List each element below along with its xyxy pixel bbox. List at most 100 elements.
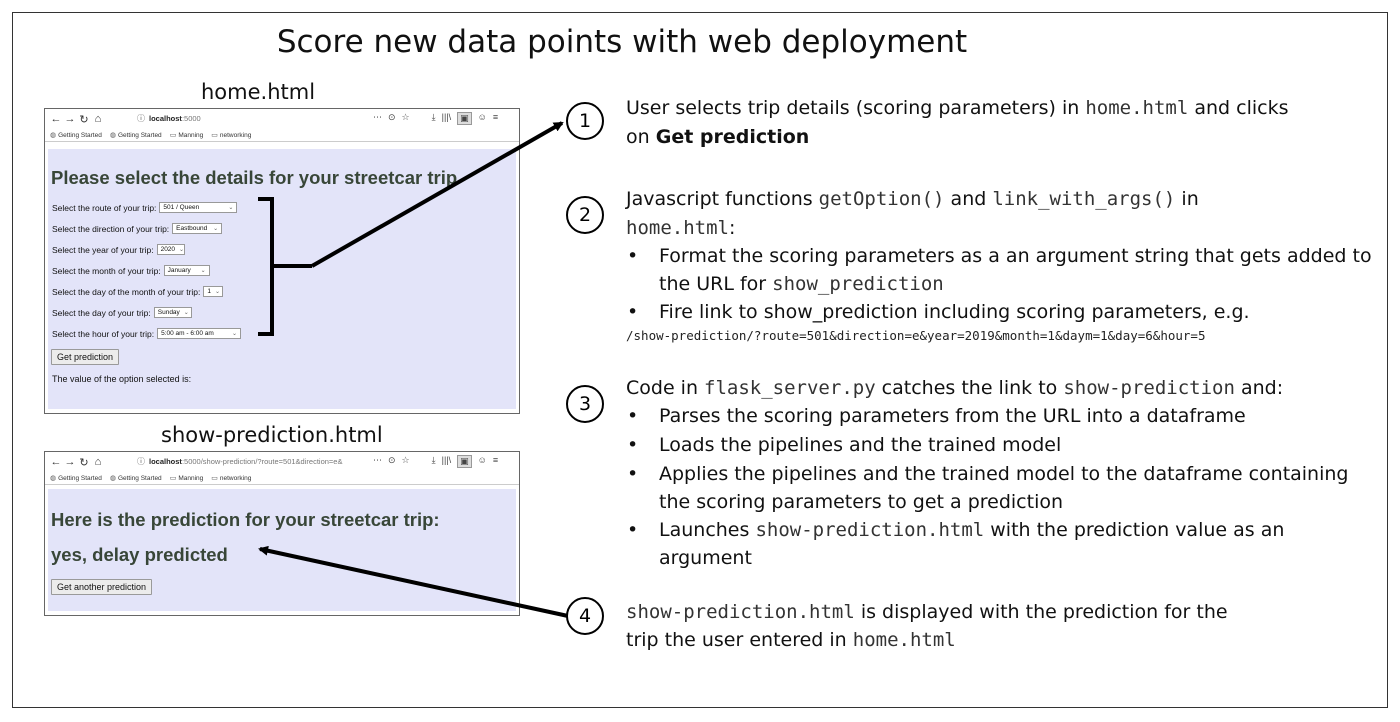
chevron-down-icon: ⌄ <box>228 205 234 211</box>
prediction-right-icons: ⋯ ⊙ ☆ ⤓ |||\ ▣ ☺ ≡ <box>373 455 498 468</box>
back-icon[interactable]: ← <box>50 456 62 468</box>
chevron-down-icon: ⌄ <box>179 247 185 253</box>
menu-icon[interactable]: ≡ <box>492 455 499 465</box>
folder-icon: ▭ <box>211 132 218 139</box>
hour-select[interactable]: 5:00 am - 6:00 am⌄ <box>157 328 242 339</box>
prediction-bookmarks-bar: ◍Getting Started ◍Getting Started ▭Manni… <box>45 472 519 485</box>
weekday-select[interactable]: Sunday⌄ <box>153 307 192 318</box>
forward-icon[interactable]: → <box>64 456 76 468</box>
hour-field: Select the hour of your trip: 5:00 am - … <box>52 328 242 339</box>
prediction-result: yes, delay predicted <box>51 544 228 565</box>
day-of-month-select[interactable]: 1⌄ <box>203 286 224 297</box>
step-1-line-2: on Get prediction <box>626 126 810 148</box>
step-2-line-1: Javascript functions getOption() and lin… <box>626 188 1199 210</box>
hour-label: Select the hour of your trip: <box>52 328 155 339</box>
bookmark-item[interactable]: ◍Getting Started <box>50 131 102 140</box>
chevron-down-icon: ⌄ <box>183 310 189 316</box>
bookmark-item[interactable]: ◍Getting Started <box>50 474 102 483</box>
step-4-line-2: trip the user entered in home.html <box>626 629 956 651</box>
prediction-heading: Here is the prediction for your streetca… <box>51 509 440 530</box>
info-icon: ⓘ <box>137 457 145 466</box>
chevron-down-icon: ⌄ <box>215 289 221 295</box>
year-field: Select the year of your trip: 2020⌄ <box>52 244 185 255</box>
home-right-icons: ⋯ ⊙ ☆ ⤓ |||\ ▣ ☺ ≡ <box>373 112 498 125</box>
step-2-bullet-2: •Fire link to show_prediction including … <box>627 301 1250 323</box>
globe-icon: ◍ <box>50 475 57 482</box>
arrow-to-step-1 <box>311 121 564 268</box>
folder-icon: ▭ <box>169 475 177 482</box>
bookmark-item[interactable]: ▭networking <box>211 131 252 140</box>
step-3-bullet-3: •Applies the pipelines and the trained m… <box>627 463 1349 513</box>
fields-brace <box>258 197 274 336</box>
home-navbar: ← → ↻ ⌂ <box>45 109 519 129</box>
step-2-bullet-1: •Format the scoring parameters as a an a… <box>627 245 1372 295</box>
library-icon[interactable]: |||\ <box>441 112 452 122</box>
download-icon[interactable]: ⤓ <box>431 112 436 122</box>
reload-icon[interactable]: ↻ <box>79 113 89 126</box>
forward-icon[interactable]: → <box>64 113 76 125</box>
step-3-number: 3 <box>566 385 604 423</box>
prediction-page-content: Here is the prediction for your streetca… <box>48 489 516 611</box>
step-2-line-2: home.html: <box>626 217 736 239</box>
month-select[interactable]: January⌄ <box>163 265 210 276</box>
weekday-field: Select the day of your trip: Sunday⌄ <box>52 307 192 318</box>
url-rest: :5000 <box>181 114 201 123</box>
url-host: localhost <box>149 457 182 466</box>
route-label: Select the route of your trip: <box>52 202 157 213</box>
folder-icon: ▭ <box>169 132 177 139</box>
home-heading: Please select the details for your stree… <box>51 167 458 188</box>
get-prediction-button[interactable]: Get prediction <box>51 349 120 365</box>
chevron-down-icon: ⌄ <box>200 268 206 274</box>
info-icon: ⓘ <box>137 114 145 123</box>
route-select[interactable]: 501 / Queen⌄ <box>159 202 238 213</box>
month-label: Select the month of your trip: <box>52 265 161 276</box>
weekday-label: Select the day of your trip: <box>52 307 151 318</box>
step-4-number: 4 <box>566 597 604 635</box>
step-3-bullet-1: •Parses the scoring parameters from the … <box>627 405 1246 427</box>
prediction-url-bar[interactable]: ⓘ localhost :5000/show-prediction/?route… <box>133 454 357 469</box>
step-2-example-url: /show-prediction/?route=501&direction=e&… <box>626 328 1206 343</box>
reload-icon[interactable]: ↻ <box>79 456 89 469</box>
pocket-icon[interactable]: ⊙ <box>388 112 396 122</box>
star-icon[interactable]: ☆ <box>401 455 410 465</box>
arrow-step-4-to-result <box>258 545 569 618</box>
pocket-icon[interactable]: ⊙ <box>388 455 396 465</box>
more-icon[interactable]: ⋯ <box>373 112 382 122</box>
bookmark-item[interactable]: ▭networking <box>211 474 252 483</box>
direction-field: Select the direction of your trip: Eastb… <box>52 223 223 234</box>
home-icon[interactable]: ⌂ <box>94 113 102 125</box>
library-icon[interactable]: |||\ <box>441 455 452 465</box>
globe-icon: ◍ <box>109 475 116 482</box>
diagram-frame <box>12 12 1388 708</box>
get-another-prediction-button[interactable]: Get another prediction <box>51 579 153 595</box>
folder-icon: ▭ <box>211 475 218 482</box>
year-select[interactable]: 2020⌄ <box>156 244 185 255</box>
star-icon[interactable]: ☆ <box>401 112 410 122</box>
bookmark-item[interactable]: ◍Getting Started <box>109 474 162 483</box>
step-3-bullet-4: •Launches show-prediction.html with the … <box>627 519 1285 569</box>
year-label: Select the year of your trip: <box>52 244 154 255</box>
download-icon[interactable]: ⤓ <box>431 455 436 465</box>
result-text: The value of the option selected is: <box>52 374 192 384</box>
menu-icon[interactable]: ≡ <box>492 112 499 122</box>
bookmark-item[interactable]: ◍Getting Started <box>109 131 162 140</box>
bookmark-item[interactable]: ▭Manning <box>169 131 204 140</box>
account-icon[interactable]: ☺ <box>477 455 487 465</box>
prediction-navbar: ← → ↻ ⌂ <box>45 452 519 472</box>
day-of-month-label: Select the day of the month of your trip… <box>52 286 201 297</box>
back-icon[interactable]: ← <box>50 113 62 125</box>
more-icon[interactable]: ⋯ <box>373 455 382 465</box>
sidebar-icon[interactable]: ▣ <box>457 455 472 468</box>
home-caption: home.html <box>201 80 316 104</box>
account-icon[interactable]: ☺ <box>477 112 487 122</box>
home-url-bar[interactable]: ⓘ localhost :5000 <box>133 111 201 126</box>
direction-select[interactable]: Eastbound⌄ <box>172 223 223 234</box>
chevron-down-icon: ⌄ <box>213 226 219 232</box>
bookmark-item[interactable]: ▭Manning <box>169 474 204 483</box>
url-host: localhost <box>149 114 182 123</box>
home-icon[interactable]: ⌂ <box>94 456 102 468</box>
prediction-caption: show-prediction.html <box>161 423 383 447</box>
sidebar-icon[interactable]: ▣ <box>457 112 472 125</box>
globe-icon: ◍ <box>50 132 57 139</box>
